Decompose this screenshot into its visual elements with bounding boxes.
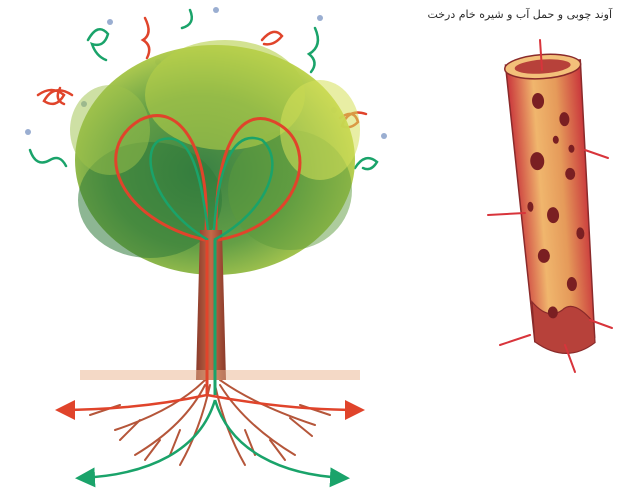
xylem-vessel [504, 52, 601, 356]
co2-molecule-icon [38, 90, 72, 104]
ground-line [80, 370, 360, 380]
tree-roots [90, 380, 330, 465]
o2-molecule-icon [30, 150, 66, 166]
o2-molecule-icon [355, 158, 377, 169]
co2-molecule-icon [262, 32, 282, 44]
flow-arrow-icon [207, 395, 360, 410]
tree-trunk [196, 230, 226, 380]
co2-molecule-icon [143, 18, 149, 58]
o2-molecule-icon [309, 28, 318, 72]
o2-molecule-icon [88, 29, 108, 60]
o2-molecule-icon [182, 10, 192, 28]
